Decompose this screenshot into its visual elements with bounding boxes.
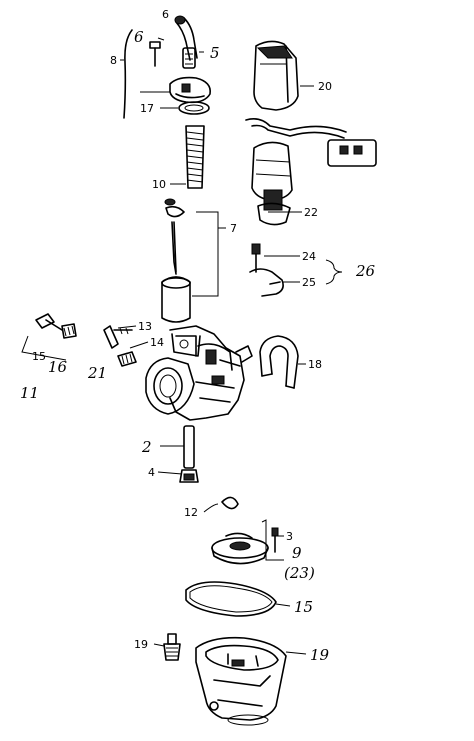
label-19a: 19 xyxy=(134,638,148,651)
label-13: 13 xyxy=(138,320,152,333)
bracket-26 xyxy=(325,259,343,285)
label-19b: 19 xyxy=(310,646,330,664)
part-spring xyxy=(185,125,205,189)
part-hose xyxy=(259,335,299,389)
leader-lines xyxy=(117,37,314,655)
label-20: 20 xyxy=(318,80,332,93)
label-17: 17 xyxy=(140,102,154,115)
bracket-7 xyxy=(192,211,219,297)
part-float-bowl xyxy=(163,633,287,726)
label-24: 24 xyxy=(302,250,316,263)
label-15a: 15 xyxy=(32,350,46,363)
label-22: 22 xyxy=(304,206,318,219)
label-2: 2 xyxy=(141,438,152,456)
part-top-assembly xyxy=(123,15,212,119)
label-6: 6 xyxy=(134,28,144,46)
part-small-gasket xyxy=(221,496,239,510)
label-7: 7 xyxy=(230,222,237,235)
label-4: 4 xyxy=(148,466,155,479)
label-9: 9 xyxy=(292,544,302,562)
part-mixture-screw xyxy=(21,313,77,361)
label-23: (23) xyxy=(284,564,315,582)
label-14: 14 xyxy=(150,336,164,349)
label-12: 12 xyxy=(184,506,198,519)
label-6a: 6 xyxy=(162,8,169,21)
label-16: 16 xyxy=(48,358,68,376)
label-21: 21 xyxy=(87,364,107,382)
part-bolt-clip xyxy=(249,243,284,297)
label-8: 8 xyxy=(110,54,117,67)
label-26: 26 xyxy=(355,262,376,280)
label-11: 11 xyxy=(20,384,39,402)
callout-labels: 6 6 5 8 20 17 10 7 22 24 25 26 13 14 21 … xyxy=(20,8,376,664)
label-10: 10 xyxy=(152,178,166,191)
label-18: 18 xyxy=(308,358,322,371)
label-25: 25 xyxy=(302,276,316,289)
part-main-jet xyxy=(179,425,199,483)
part-carburetor-body xyxy=(145,325,253,421)
part-electric-choke xyxy=(245,118,377,226)
label-15b: 15 xyxy=(294,598,313,616)
label-5: 5 xyxy=(210,44,220,62)
part-cover xyxy=(253,40,299,111)
part-needle-slide xyxy=(161,198,191,323)
part-bowl-gasket xyxy=(185,581,277,617)
part-idle-screw xyxy=(103,325,137,367)
part-float xyxy=(211,519,284,565)
label-3: 3 xyxy=(286,530,293,543)
